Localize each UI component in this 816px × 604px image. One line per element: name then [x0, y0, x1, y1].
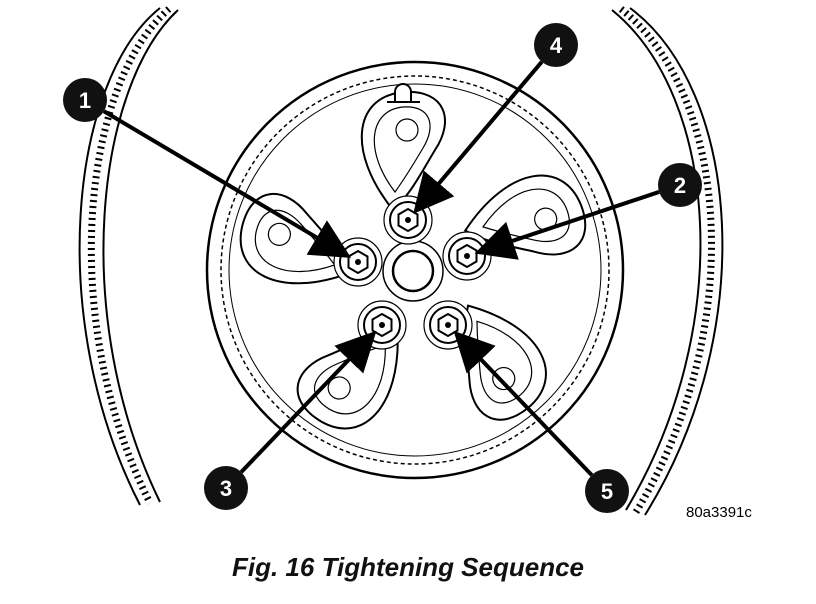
callout-badge: [204, 466, 248, 510]
callout-number: 5: [601, 479, 613, 504]
callout-badge: [63, 78, 107, 122]
lug-nut-top: [383, 195, 433, 245]
callout-badge: [658, 163, 702, 207]
callout-badge: [585, 469, 629, 513]
valve-stem: [387, 83, 420, 103]
tire: [78, 6, 724, 516]
callout-number: 2: [674, 173, 686, 198]
callout-1: 1: [63, 78, 352, 258]
callout-4: 4: [413, 23, 578, 214]
reference-code: 80a3391c: [686, 504, 752, 521]
figure-caption: Fig. 16 Tightening Sequence: [231, 552, 584, 582]
callout-arrow: [102, 109, 352, 258]
callout-number: 1: [79, 88, 91, 113]
callout-arrow: [474, 190, 660, 260]
callout-number: 3: [220, 476, 232, 501]
callout-3: 3: [204, 330, 377, 510]
callout-badge: [534, 23, 578, 67]
callout-2: 2: [474, 163, 702, 260]
callout-arrow: [239, 330, 377, 474]
callout-arrow: [413, 60, 544, 214]
center-hub: [382, 240, 444, 302]
callout-number: 4: [550, 33, 563, 58]
callouts: 1 2 3 4 5: [63, 23, 702, 513]
spoke-opening: [360, 90, 446, 212]
lug-nut-right: [442, 231, 492, 281]
lug-nut-left: [333, 237, 383, 287]
callout-5: 5: [453, 330, 629, 513]
callout-arrow: [453, 330, 594, 477]
